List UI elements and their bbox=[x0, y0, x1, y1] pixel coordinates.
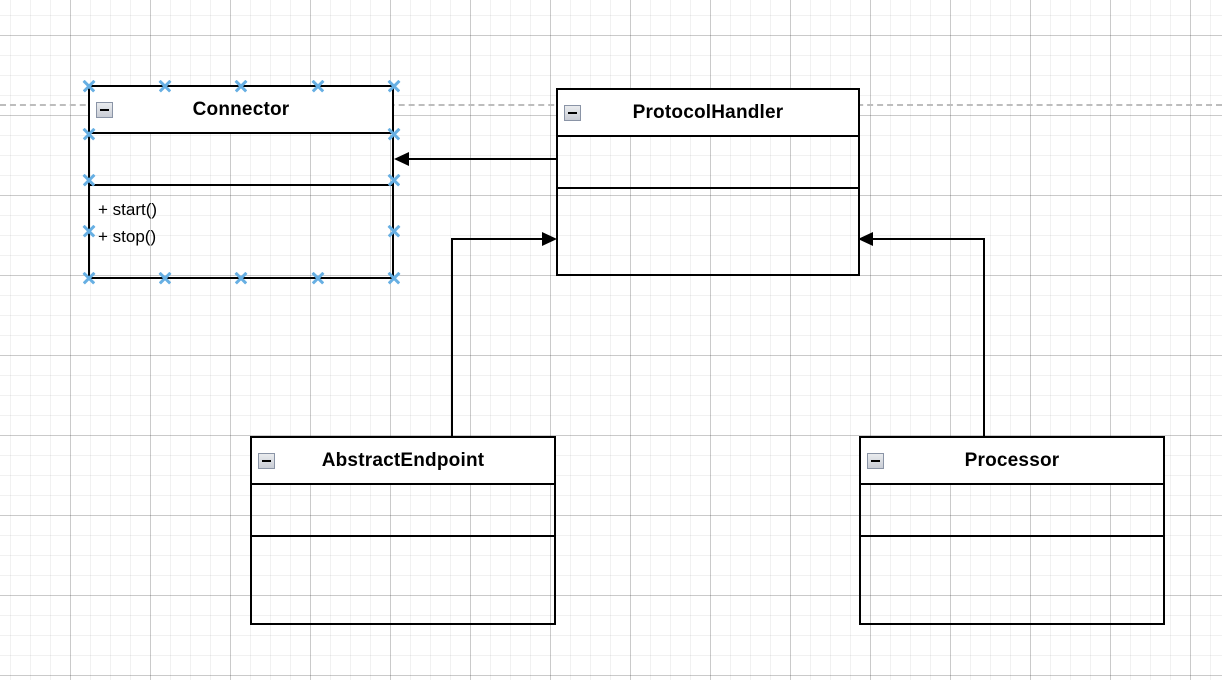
uml-member: + stop() bbox=[98, 227, 157, 246]
minus-icon[interactable] bbox=[564, 104, 581, 121]
arrowhead-abstractendpoint-to-protocolhandler bbox=[542, 232, 557, 246]
uml-class-processor[interactable]: Processor bbox=[859, 436, 1165, 625]
uml-class-connector[interactable]: Connector + start() + stop() bbox=[88, 85, 394, 279]
edge-abstractendpoint-protocolhandler-vertical[interactable] bbox=[451, 239, 453, 437]
uml-class-protocolhandler[interactable]: ProtocolHandler bbox=[556, 88, 860, 276]
edge-processor-protocolhandler-vertical[interactable] bbox=[983, 239, 985, 437]
uml-class-protocolhandler-attributes[interactable] bbox=[558, 137, 858, 189]
selection-handle-w1[interactable] bbox=[82, 127, 96, 141]
uml-class-connector-methods[interactable]: + start() + stop() bbox=[90, 186, 392, 274]
minus-icon[interactable] bbox=[867, 452, 884, 469]
uml-class-abstractendpoint-name: AbstractEndpoint bbox=[321, 450, 485, 471]
uml-class-connector-attributes[interactable] bbox=[90, 134, 392, 186]
selection-handle-s[interactable] bbox=[234, 271, 248, 285]
selection-handle-n1[interactable] bbox=[158, 79, 172, 93]
selection-handle-n[interactable] bbox=[234, 79, 248, 93]
uml-class-abstractendpoint-methods[interactable] bbox=[252, 537, 554, 621]
uml-class-abstractendpoint[interactable]: AbstractEndpoint bbox=[250, 436, 556, 625]
uml-class-connector-name: Connector bbox=[192, 99, 290, 120]
uml-class-processor-name: Processor bbox=[964, 450, 1060, 471]
selection-handle-se[interactable] bbox=[387, 271, 401, 285]
uml-class-abstractendpoint-attributes[interactable] bbox=[252, 485, 554, 537]
uml-class-processor-methods[interactable] bbox=[861, 537, 1163, 621]
arrowhead-processor-to-protocolhandler bbox=[858, 232, 873, 246]
selection-handle-e1[interactable] bbox=[387, 127, 401, 141]
uml-member: + start() bbox=[98, 200, 158, 219]
selection-handle-e[interactable] bbox=[387, 173, 401, 187]
edge-processor-protocolhandler-horizontal[interactable] bbox=[873, 238, 985, 240]
selection-handle-w[interactable] bbox=[82, 173, 96, 187]
uml-class-processor-title-row[interactable]: Processor bbox=[861, 438, 1163, 485]
minus-icon[interactable] bbox=[258, 452, 275, 469]
uml-class-abstractendpoint-title-row[interactable]: AbstractEndpoint bbox=[252, 438, 554, 485]
uml-class-connector-title-row[interactable]: Connector bbox=[90, 87, 392, 134]
selection-handle-ne[interactable] bbox=[387, 79, 401, 93]
selection-handle-s1[interactable] bbox=[158, 271, 172, 285]
uml-class-protocolhandler-name: ProtocolHandler bbox=[632, 102, 784, 123]
selection-handle-w2[interactable] bbox=[82, 224, 96, 238]
edge-protocolhandler-connector-segment[interactable] bbox=[402, 158, 556, 160]
edge-abstractendpoint-protocolhandler-horizontal[interactable] bbox=[451, 238, 543, 240]
uml-class-processor-attributes[interactable] bbox=[861, 485, 1163, 537]
uml-class-protocolhandler-title-row[interactable]: ProtocolHandler bbox=[558, 90, 858, 137]
selection-handle-s2[interactable] bbox=[311, 271, 325, 285]
selection-handle-sw[interactable] bbox=[82, 271, 96, 285]
selection-handle-e2[interactable] bbox=[387, 224, 401, 238]
uml-class-protocolhandler-methods[interactable] bbox=[558, 189, 858, 272]
selection-handle-nw[interactable] bbox=[82, 79, 96, 93]
arrowhead-protocolhandler-to-connector bbox=[394, 152, 409, 166]
selection-handle-n2[interactable] bbox=[311, 79, 325, 93]
minus-icon[interactable] bbox=[96, 101, 113, 118]
